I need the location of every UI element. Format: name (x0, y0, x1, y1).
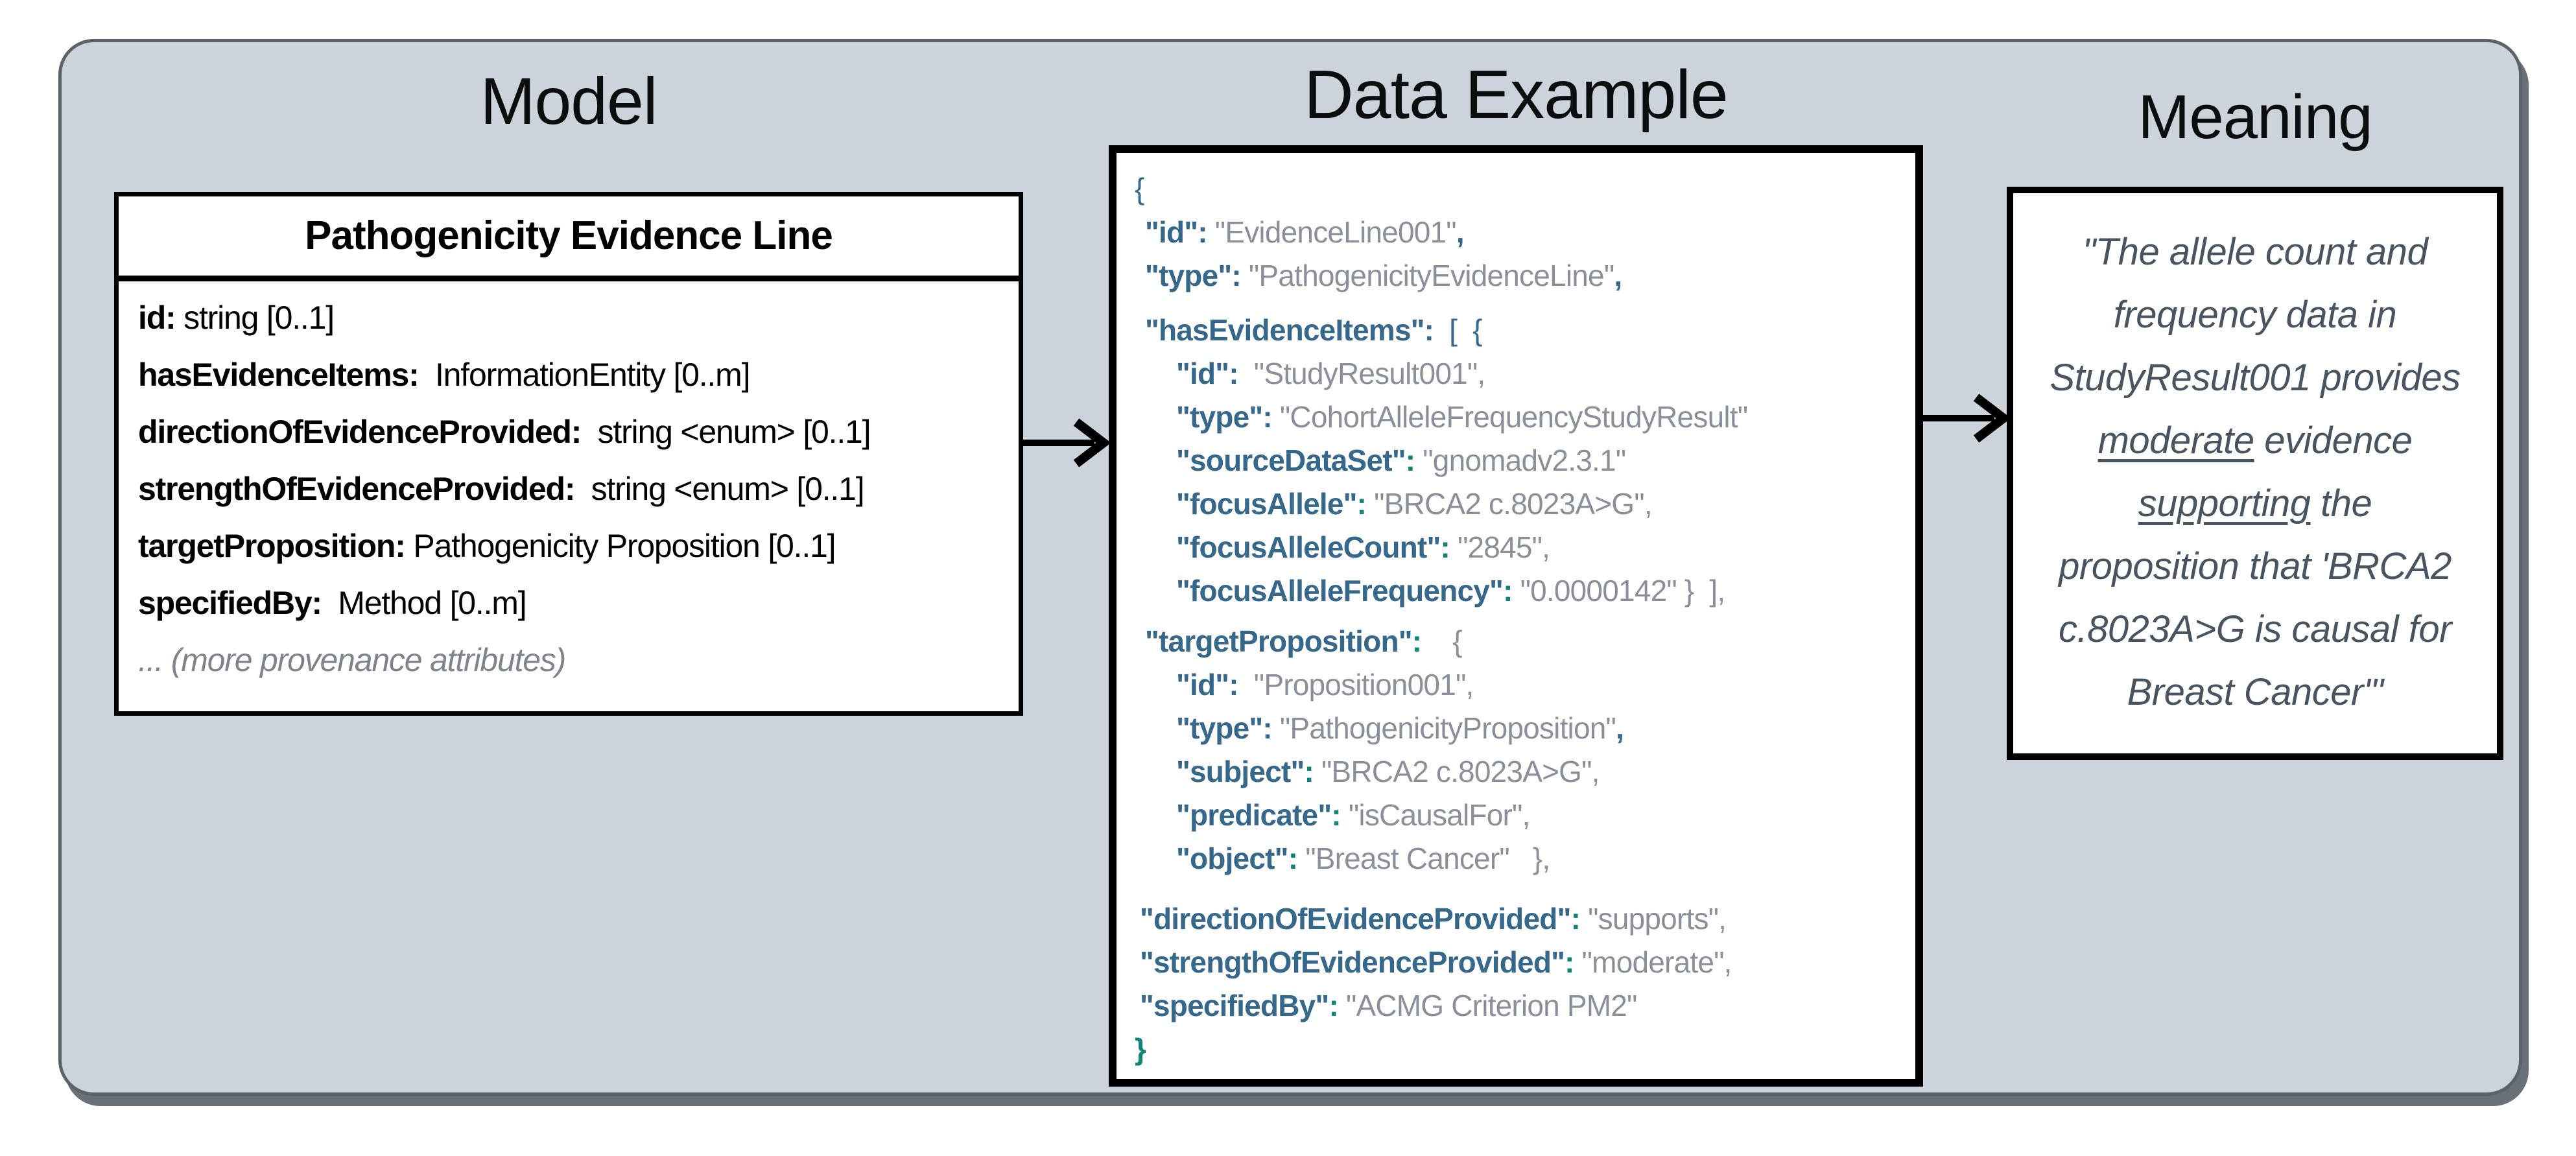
json-code-block: {"id": "EvidenceLine001", "type": "Pathog… (1135, 167, 1915, 1071)
model-class-box: Pathogenicity Evidence Line id: string [… (114, 192, 1023, 716)
column-title-meaning: Meaning (2138, 82, 2372, 152)
json-line: "object": "Breast Cancer" }, (1176, 842, 1550, 875)
json-line: "sourceDataSet": "gnomadv2.3.1" (1176, 443, 1626, 477)
json-line: { (1135, 172, 1144, 206)
arrow-right-icon (1922, 389, 2011, 451)
arrow-right-icon (1022, 414, 1111, 475)
meaning-line: StudyResult001 provides (2050, 357, 2461, 399)
meaning-line: proposition that 'BRCA2 (2059, 545, 2452, 587)
meaning-line: frequency data in (2113, 294, 2397, 336)
json-line: "subject": "BRCA2 c.8023A>G", (1176, 755, 1600, 788)
json-line: "strengthOfEvidenceProvided": "moderate"… (1140, 945, 1732, 979)
model-attribute: specifiedBy: Method [0..m] (138, 585, 527, 621)
model-attribute: strengthOfEvidenceProvided: string <enum… (138, 471, 865, 507)
meaning-line: "The allele count and (2082, 231, 2428, 273)
model-attribute: hasEvidenceItems: InformationEntity [0..… (138, 357, 750, 393)
model-attribute: id: string [0..1] (138, 300, 335, 336)
model-attribute: targetProposition: Pathogenicity Proposi… (138, 528, 836, 564)
json-line: "type": "PathogenicityEvidenceLine", (1145, 259, 1622, 292)
json-line: "id": "StudyResult001", (1176, 357, 1485, 390)
column-title-model: Model (480, 64, 658, 138)
meaning-line: Breast Cancer'" (2127, 671, 2383, 713)
json-line: "type": "CohortAlleleFrequencyStudyResul… (1176, 400, 1748, 434)
json-line: } (1135, 1032, 1146, 1066)
json-line: "focusAlleleCount": "2845", (1176, 530, 1550, 564)
model-footnote: ... (more provenance attributes) (138, 642, 566, 678)
meaning-line: c.8023A>G is causal for (2059, 608, 2452, 650)
json-line: "specifiedBy": "ACMG Criterion PM2" (1140, 989, 1637, 1022)
json-line: "focusAlleleFrequency": "0.0000142" } ], (1176, 574, 1725, 607)
column-title-data-example: Data Example (1304, 56, 1729, 133)
meaning-line: moderate evidence (2097, 419, 2413, 462)
json-line: "id": "EvidenceLine001", (1145, 215, 1465, 249)
data-example-box: {"id": "EvidenceLine001", "type": "Pathog… (1109, 145, 1923, 1087)
json-line: "predicate": "isCausalFor", (1176, 798, 1530, 832)
model-class-title: Pathogenicity Evidence Line (119, 196, 1019, 281)
json-line: "hasEvidenceItems": [ { (1145, 313, 1482, 347)
json-line: "directionOfEvidenceProvided": "supports… (1140, 902, 1727, 936)
json-line: "focusAllele": "BRCA2 c.8023A>G", (1176, 487, 1653, 521)
json-line: "type": "PathogenicityProposition", (1176, 711, 1624, 745)
json-line: "id": "Proposition001", (1176, 668, 1474, 702)
meaning-text: "The allele count and frequency data in St… (2013, 220, 2497, 724)
json-line: "targetProposition": { (1145, 624, 1463, 658)
meaning-box: "The allele count and frequency data in St… (2007, 187, 2503, 760)
meaning-line: supporting the (2138, 482, 2372, 525)
model-attribute: directionOfEvidenceProvided: string <enu… (138, 414, 871, 450)
model-attribute-list: id: string [0..1] hasEvidenceItems: Infor… (119, 281, 1019, 689)
